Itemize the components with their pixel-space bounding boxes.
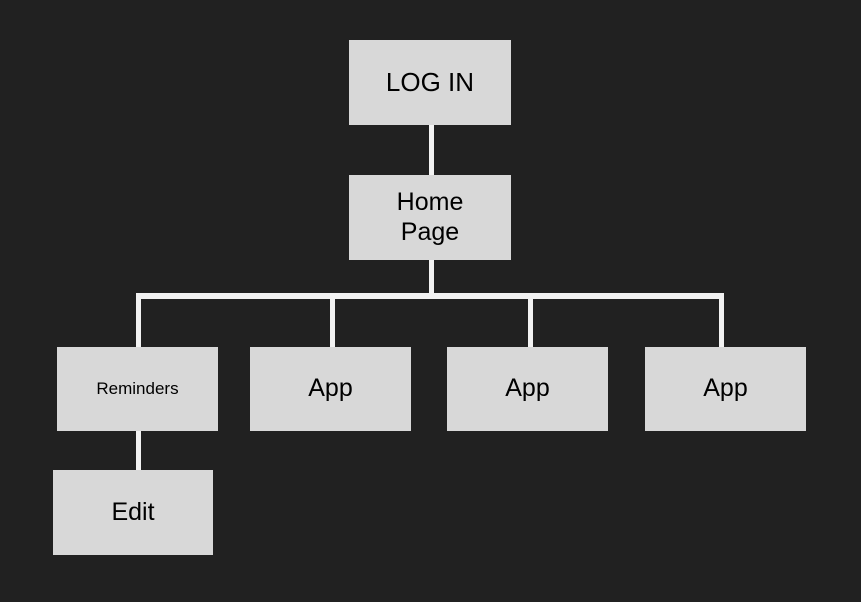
- node-app-3-label: App: [703, 374, 748, 403]
- connector-bus-to-app-1: [330, 293, 335, 349]
- connector-horizontal-bus: [137, 293, 722, 299]
- node-home-page[interactable]: Home Page: [349, 175, 511, 260]
- connector-reminders-to-edit: [136, 430, 141, 472]
- node-app-1[interactable]: App: [250, 347, 411, 431]
- node-edit[interactable]: Edit: [53, 470, 213, 555]
- node-app-2-label: App: [505, 374, 550, 403]
- connector-bus-to-app-2: [528, 293, 533, 349]
- connector-home-to-bus: [429, 259, 434, 297]
- node-login-label: LOG IN: [385, 67, 475, 98]
- node-reminders[interactable]: Reminders: [57, 347, 218, 431]
- node-reminders-label: Reminders: [96, 378, 179, 398]
- connector-bus-to-reminders: [136, 293, 141, 349]
- connector-bus-to-app-3: [719, 293, 724, 349]
- node-home-page-label: Home Page: [396, 188, 464, 246]
- node-app-3[interactable]: App: [645, 347, 806, 431]
- node-app-1-label: App: [308, 374, 353, 403]
- node-app-2[interactable]: App: [447, 347, 608, 431]
- connector-login-to-home: [429, 124, 434, 177]
- node-edit-label: Edit: [111, 497, 155, 526]
- node-login[interactable]: LOG IN: [349, 40, 511, 125]
